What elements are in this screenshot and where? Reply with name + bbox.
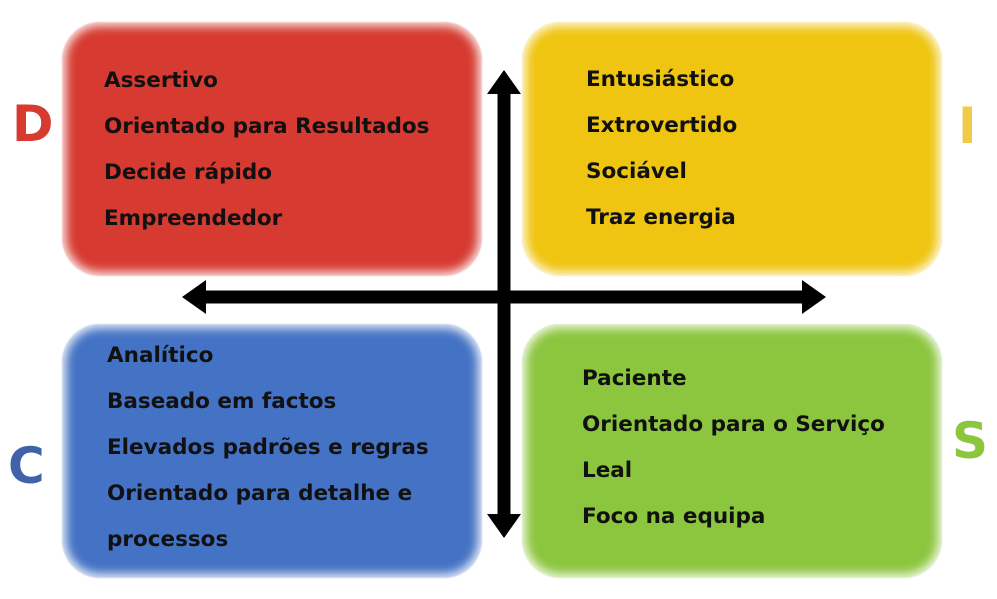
quadrant-c-box <box>62 324 482 578</box>
list-item: Paciente <box>582 366 687 391</box>
quadrant-s-list: Paciente Orientado para o Serviço Leal F… <box>582 356 885 540</box>
arrow-left-head <box>182 280 206 314</box>
letter-c: C <box>8 437 45 495</box>
quadrant-d-list: Assertivo Orientado para Resultados Deci… <box>104 58 429 242</box>
list-item: Entusiástico <box>586 67 735 92</box>
quadrant-c-list: Analítico Baseado em factos Elevados pad… <box>107 333 429 563</box>
list-item: Analítico <box>107 343 214 368</box>
list-item: Decide rápido <box>104 160 273 185</box>
quadrant-s-box <box>522 324 942 578</box>
list-item: Extrovertido <box>586 113 738 138</box>
letter-i: I <box>958 97 977 155</box>
list-item: Empreendedor <box>104 206 283 231</box>
arrow-right-head <box>802 280 826 314</box>
list-item: Assertivo <box>104 68 218 93</box>
quadrant-i-box <box>522 22 942 276</box>
list-item: Orientado para detalhe e <box>107 481 413 506</box>
list-item: Orientado para Resultados <box>104 114 430 139</box>
list-item: Leal <box>582 458 633 483</box>
list-item: Traz energia <box>586 205 736 230</box>
list-item: Baseado em factos <box>107 389 337 414</box>
quadrant-i-list: Entusiástico Extrovertido Sociável Traz … <box>586 57 737 241</box>
letter-s: S <box>952 412 989 470</box>
list-item: Elevados padrões e regras <box>107 435 429 460</box>
arrow-up-head <box>487 70 521 94</box>
letter-d: D <box>12 95 54 153</box>
list-item: Foco na equipa <box>582 504 766 529</box>
list-item: Orientado para o Serviço <box>582 412 885 437</box>
quadrant-d-box <box>62 22 482 276</box>
arrow-down-head <box>487 514 521 538</box>
list-item: Sociável <box>586 159 687 184</box>
list-item: processos <box>107 527 229 552</box>
